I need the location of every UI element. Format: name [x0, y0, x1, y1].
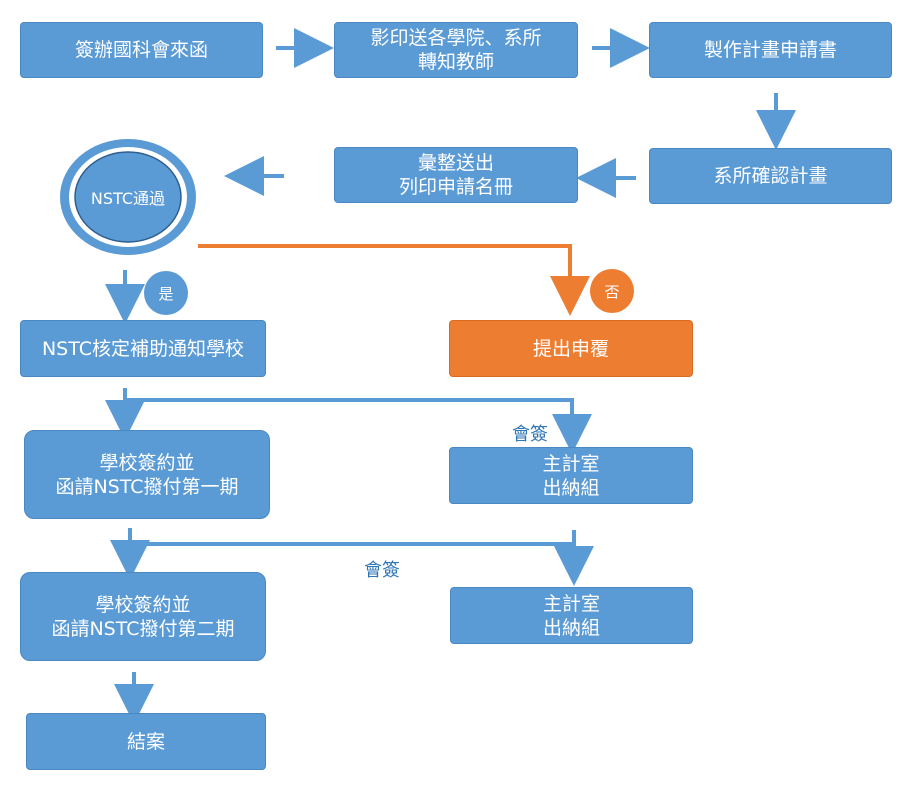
decision-yes-badge: 是	[144, 271, 188, 315]
node-close-case: 結案	[26, 713, 266, 770]
node-appeal: 提出申覆	[449, 320, 693, 377]
node-copy-to-departments: 影印送各學院、系所 轉知教師	[334, 22, 578, 78]
node-nstc-pass-label: NSTC通過	[90, 189, 166, 208]
nstc-pass-circle	[60, 139, 196, 255]
decision-no-badge: 否	[590, 269, 634, 313]
node-accounting-1: 主計室 出納組	[449, 447, 693, 504]
node-sign-nstc-letter: 簽辦國科會來函	[20, 22, 263, 78]
arrow-approve-branch	[105, 388, 592, 454]
node-compile-submit: 彙整送出 列印申請名冊	[334, 147, 578, 203]
countersign-label-2: 會簽	[364, 560, 400, 581]
node-accounting-2: 主計室 出納組	[450, 587, 693, 644]
countersign-label-1: 會簽	[512, 424, 548, 445]
node-second-payment: 學校簽約並 函請NSTC撥付第二期	[20, 572, 266, 661]
node-department-confirm: 系所確認計畫	[649, 148, 892, 204]
node-make-application: 製作計畫申請書	[649, 22, 892, 78]
node-first-payment: 學校簽約並 函請NSTC撥付第一期	[24, 430, 270, 519]
node-nstc-approve-notify: NSTC核定補助通知學校	[20, 320, 266, 377]
arrow-first-payment-branch	[110, 528, 594, 586]
arrow-no-branch	[198, 244, 590, 316]
